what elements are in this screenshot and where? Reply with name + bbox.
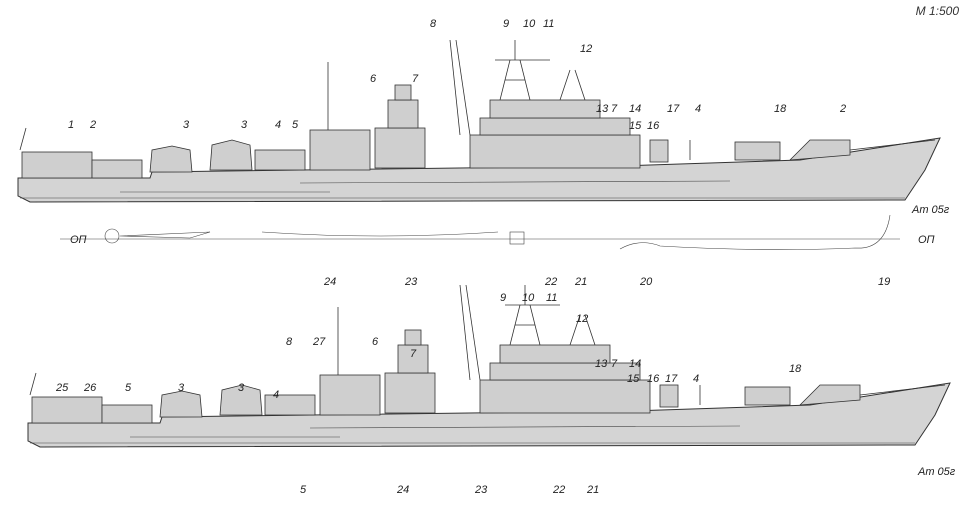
callout-number: 4 [273,389,279,401]
callout-number: 21 [574,276,587,288]
callout-number: 4 [695,103,701,115]
callout-number: 11 [546,292,557,304]
callout-number: 8 [286,336,293,348]
callout-number: 3 [241,119,248,131]
callout-number: 5 [300,484,307,496]
callout-number: 12 [576,313,588,325]
ship-bottom-view [27,284,951,448]
callout-number: 16 [647,373,660,385]
scale-label: M 1:500 [915,4,959,18]
callout-number: 7 [611,103,618,115]
callout-number: 16 [647,120,660,132]
callout-number: 13 [595,358,608,370]
waterline-label-right: ОП [918,234,935,246]
callout-number: 24 [396,484,409,496]
callout-number: 21 [586,484,599,496]
callout-number: 6 [370,73,377,85]
callout-number: 4 [275,119,281,131]
callout-number: 1 [68,119,74,131]
callout-number: 4 [693,373,699,385]
callout-number: 9 [500,292,506,304]
callout-number: 3 [183,119,190,131]
callout-number: 14 [629,358,641,370]
callout-number: 23 [474,484,488,496]
callout-number: 23 [404,276,418,288]
callout-number: 26 [83,382,97,394]
callout-number: 17 [665,373,678,385]
callout-number: 2 [89,119,96,131]
callout-number: 18 [789,363,802,375]
callout-number: 13 [596,103,609,115]
callout-number: 6 [372,336,379,348]
callout-number: 15 [629,120,642,132]
callout-number: 20 [639,276,653,288]
callout-number: 2 [839,103,846,115]
callout-number: 18 [774,103,787,115]
callout-number: 22 [544,276,557,288]
callout-number: 7 [412,73,419,85]
callout-number: 7 [410,348,417,360]
callout-number: 9 [503,18,509,30]
callout-number: 3 [238,382,245,394]
callout-number: 10 [523,18,536,30]
callout-number: 5 [125,382,132,394]
callout-number: 27 [312,336,326,348]
callout-number: 25 [55,382,69,394]
signature-top: Ат 05г [911,204,950,216]
callout-number: 8 [430,18,437,30]
callout-number: 12 [580,43,592,55]
callout-number: 3 [178,382,185,394]
callout-number: 5 [292,119,299,131]
callout-number: 24 [323,276,336,288]
callout-number: 7 [611,358,618,370]
callout-number: 22 [552,484,565,496]
callout-number: 14 [629,103,641,115]
ship-top-view [17,39,941,203]
callout-number: 19 [878,276,890,288]
callout-number: 17 [667,103,680,115]
callout-number: 10 [522,292,535,304]
underwater-profile [60,214,900,250]
callout-number: 15 [627,373,640,385]
signature-bottom: Ат 05г [917,466,956,478]
waterline-label-left: ОП [70,234,87,246]
callout-number: 11 [543,18,554,30]
